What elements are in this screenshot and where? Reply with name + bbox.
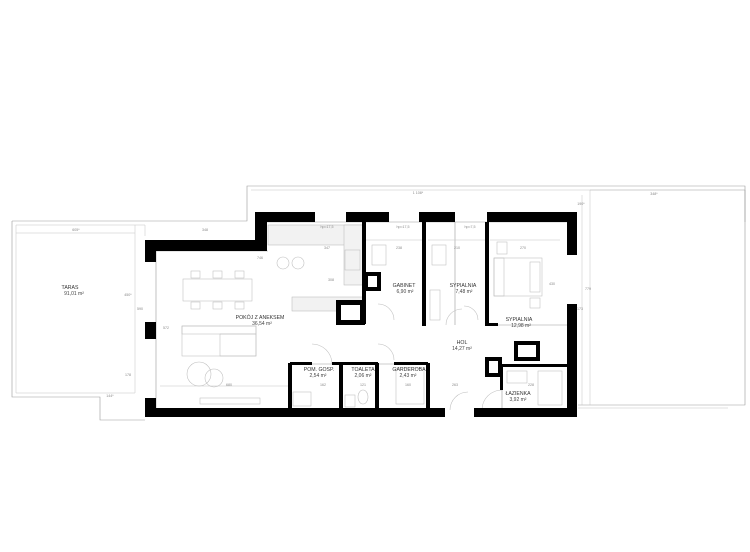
columns	[336, 272, 540, 377]
room-garderoba: GARDEROBA 2,43 m²	[392, 367, 426, 379]
dim-living-h: 572	[163, 326, 169, 330]
dim-left-h2: 590	[137, 307, 143, 311]
dim-left-h3: 178	[125, 373, 131, 377]
dim-hp2: hp=17,5	[396, 225, 409, 229]
room-area: 2,54 m²	[310, 373, 327, 379]
room-name: ŁAZIENKA	[505, 391, 531, 397]
room-name: SYPIALNIA	[506, 317, 533, 323]
room-pomgosp: POM. GOSP. 2,54 m²	[304, 367, 334, 379]
dim-laz-w: 228	[528, 383, 534, 387]
dim-left-terrace: 605*	[72, 228, 80, 232]
room-taras: TARAS 91,01 m²	[62, 285, 85, 297]
room-area: 91,01 m²	[64, 291, 84, 297]
dim-syp2-w: 270	[520, 246, 526, 250]
room-sypialnia-2: SYPIALNIA 12,98 m²	[506, 317, 533, 329]
terrace-right	[251, 189, 746, 409]
room-name: SYPIALNIA	[450, 283, 477, 289]
room-labels: TARAS 91,01 m² POKÓJ Z ANEKSEM 36,54 m² …	[62, 283, 533, 403]
dim-terrace-inner: 348	[202, 228, 208, 232]
room-lazienka: ŁAZIENKA 3,92 m²	[505, 391, 531, 403]
dim-hol-w: 263	[452, 383, 458, 387]
dim-left-h: 450*	[124, 293, 132, 297]
room-area: 7,48 m²	[456, 289, 473, 295]
room-area: 6,90 m²	[397, 289, 414, 295]
room-area: 36,54 m²	[252, 321, 272, 327]
dim-right-side: 173	[577, 307, 583, 311]
room-toaleta: TOALETA 2,06 m²	[351, 367, 375, 379]
dim-kitchen-h: 308	[328, 278, 334, 282]
dim-living-width: 746	[257, 256, 263, 260]
room-name: POKÓJ Z ANEKSEM	[236, 314, 285, 321]
room-hol: HOL 14,27 m²	[452, 340, 472, 352]
room-sypialnia-1: SYPIALNIA 7,48 m²	[450, 283, 477, 295]
sofa	[181, 325, 261, 405]
dim-gard-w: 160	[405, 383, 411, 387]
dim-right-terrace: 348*	[650, 192, 658, 196]
dim-right-h2: 779	[585, 287, 591, 291]
room-area: 2,06 m²	[355, 373, 372, 379]
doors	[311, 303, 503, 411]
dim-left-bottom: 144*	[106, 394, 114, 398]
dim-toal-w: 121	[360, 383, 366, 387]
room-area: 3,92 m²	[510, 397, 527, 403]
dim-living-bottom: 680	[226, 383, 232, 387]
room-pokoj: POKÓJ Z ANEKSEM 36,54 m²	[236, 314, 285, 327]
room-name: GARDEROBA	[392, 367, 426, 373]
room-name: GABINET	[393, 283, 417, 289]
dimension-labels: 1 108* 348* 605* 348 347 746 238 210 270…	[72, 191, 658, 398]
dining-table	[182, 270, 253, 310]
room-name: TARAS	[62, 285, 79, 291]
dim-hp3: hp=7,5	[464, 225, 475, 229]
bed	[493, 241, 543, 309]
kitchen-counter	[267, 224, 365, 312]
dim-gabinet-w: 238	[396, 246, 402, 250]
dim-hp1: hp=17,5	[320, 225, 333, 229]
dim-syp1-w: 210	[454, 246, 460, 250]
room-name: HOL	[457, 340, 468, 346]
room-area: 14,27 m²	[452, 346, 472, 352]
dim-right-top: 190*	[577, 202, 585, 206]
bath-fixtures	[292, 244, 563, 408]
room-name: TOALETA	[351, 367, 375, 373]
room-name: POM. GOSP.	[304, 367, 334, 373]
dim-pom-w: 162	[320, 383, 326, 387]
room-gabinet: GABINET 6,90 m²	[393, 283, 417, 295]
room-area: 12,98 m²	[511, 323, 531, 329]
room-area: 2,43 m²	[400, 373, 417, 379]
dim-top-overall: 1 108*	[413, 191, 424, 195]
walls	[145, 212, 577, 417]
dim-right-h: 430	[549, 282, 555, 286]
dim-living-top: 347	[324, 246, 330, 250]
